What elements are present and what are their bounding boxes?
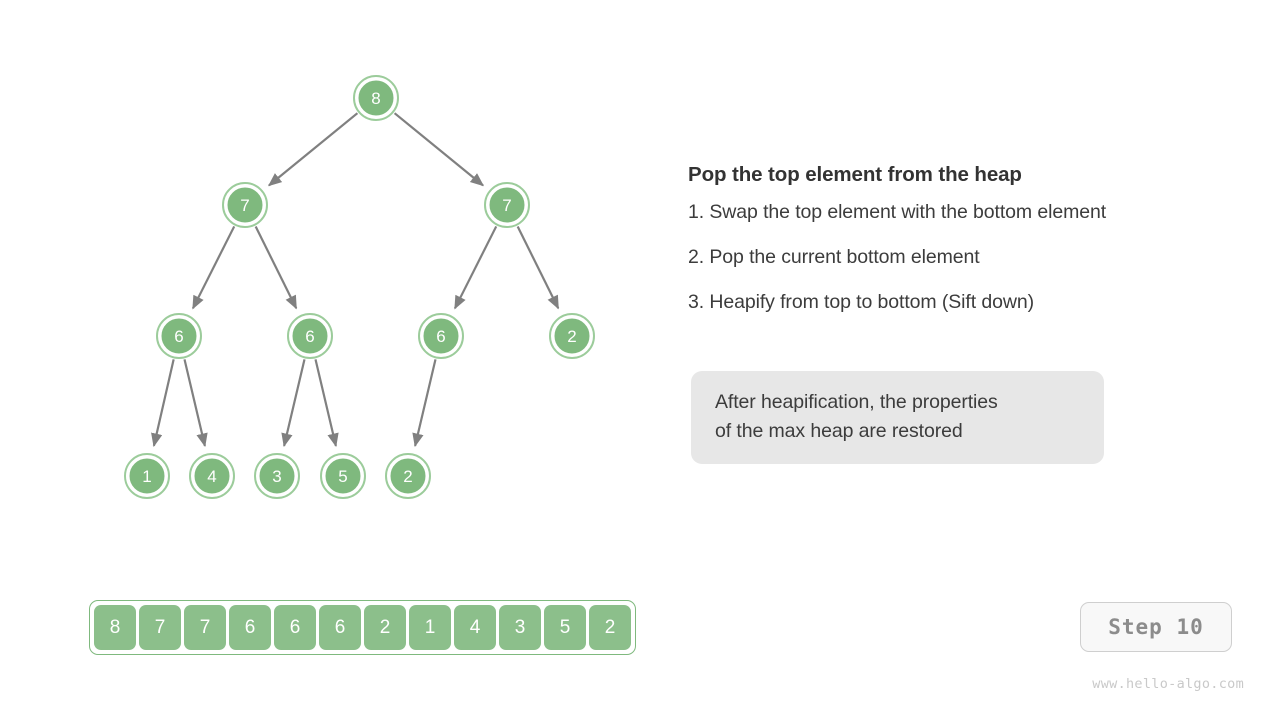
page-title: Pop the top element from the heap [688,163,1022,186]
tree-node-fill [192,456,232,496]
array-cell: 8 [94,605,136,650]
tree-edge [254,226,298,310]
step-line-2: 2. Pop the current bottom element [688,246,980,268]
tree-node-layer: 8 7 7 6 6 6 2 1 4 3 5 2 [124,75,595,499]
tree-node-ring [189,453,235,499]
array-cell: 2 [589,605,631,650]
tree-node: 6 [156,313,202,359]
tree-node: 7 [484,182,530,228]
tree-node-label: 7 [502,196,511,215]
array-cell: 1 [409,605,451,650]
step-badge: Step 10 [1080,602,1232,652]
tree-node-label: 2 [403,467,412,486]
tree-node-ring [320,453,366,499]
tree-node-ring [124,453,170,499]
note-callout: After heapification, the properties of t… [691,371,1104,464]
tree-edge [191,225,236,310]
tree-node-ring [549,313,595,359]
tree-node: 2 [385,453,431,499]
tree-node-label: 4 [207,467,216,486]
tree-edge [453,225,498,310]
array-cell: 4 [454,605,496,650]
tree-node: 8 [353,75,399,121]
tree-node: 1 [124,453,170,499]
heap-tree-diagram: 8 7 7 6 6 6 2 1 4 3 5 2 [124,75,595,499]
tree-node: 7 [222,182,268,228]
tree-node-ring [385,453,431,499]
tree-node-ring [156,313,202,359]
tree-node-fill [421,316,461,356]
array-cell: 6 [274,605,316,650]
tree-node: 6 [418,313,464,359]
tree-edge [183,359,208,448]
info-panel: Pop the top element from the heap 1. Swa… [688,163,1248,314]
tree-node-label: 7 [240,196,249,215]
tree-node-label: 5 [338,467,347,486]
tree-node-fill [552,316,592,356]
tree-node-fill [323,456,363,496]
tree-node: 5 [320,453,366,499]
tree-node-ring [353,75,399,121]
array-cell: 3 [499,605,541,650]
tree-edge [516,226,560,310]
tree-edge [267,112,359,187]
tree-node-fill [127,456,167,496]
tree-node-label: 3 [272,467,281,486]
watermark: www.hello-algo.com [1092,676,1244,692]
tree-node-fill [159,316,199,356]
tree-node: 4 [189,453,235,499]
tree-node-fill [487,185,527,225]
tree-node: 6 [287,313,333,359]
array-cell: 2 [364,605,406,650]
tree-node-ring [484,182,530,228]
array-cell: 7 [184,605,226,650]
tree-node-fill [388,456,428,496]
tree-node-label: 6 [305,327,314,346]
tree-node-fill [225,185,265,225]
tree-edge [393,112,485,187]
tree-node-label: 6 [174,327,183,346]
tree-node-fill [356,78,396,118]
array-cell: 7 [139,605,181,650]
tree-node: 2 [549,313,595,359]
tree-node-fill [290,316,330,356]
tree-node: 3 [254,453,300,499]
tree-node-ring [418,313,464,359]
tree-edge [412,359,437,448]
tree-node-label: 6 [436,327,445,346]
tree-edge-layer [151,112,560,448]
tree-node-ring [287,313,333,359]
tree-node-label: 1 [142,467,151,486]
array-cell: 6 [229,605,271,650]
tree-node-ring [254,453,300,499]
tree-node-label: 2 [567,327,576,346]
tree-node-ring [222,182,268,228]
tree-node-fill [257,456,297,496]
array-cell: 5 [544,605,586,650]
tree-edge [151,359,175,448]
step-line-1: 1. Swap the top element with the bottom … [688,201,1107,223]
tree-edge [281,359,306,448]
note-text: After heapification, the properties of t… [715,391,998,442]
step-line-3: 3. Heapify from top to bottom (Sift down… [688,291,1034,313]
array-cell: 6 [319,605,361,650]
tree-edge [314,359,339,448]
tree-node-label: 8 [371,89,380,108]
